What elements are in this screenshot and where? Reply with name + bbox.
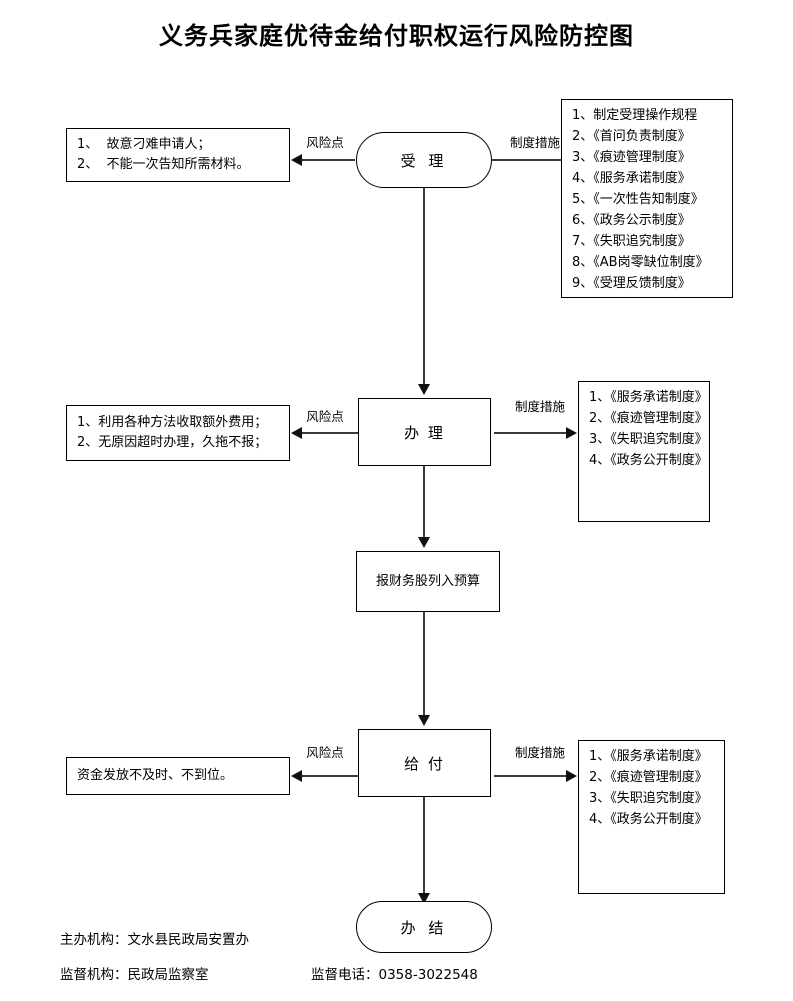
measure-line: 2、《痕迹管理制度》 [589, 770, 708, 786]
measure-line: 3、《失职追究制度》 [589, 432, 708, 448]
arrow-line-risk-payment [302, 775, 358, 777]
measure-line: 2、《痕迹管理制度》 [589, 411, 708, 427]
page-title: 义务兵家庭优待金给付职权运行风险防控图 [159, 22, 634, 50]
process-node-budget: 报财务股列入预算 [356, 551, 500, 612]
measure-box-process: 1、《服务承诺制度》 2、《痕迹管理制度》 3、《失职追究制度》 4、《政务公开… [578, 381, 710, 522]
measure-line: 1、制定受理操作规程 [572, 108, 698, 123]
arrow-head-risk-process [291, 427, 302, 439]
edge-label-risk-payment: 风险点 [306, 745, 344, 760]
footer-host-org: 主办机构：文水县民政局安置办 [60, 932, 249, 948]
risk-box-payment: 资金发放不及时、不到位。 [66, 757, 290, 795]
connector-process-to-budget [423, 466, 425, 539]
arrow-line-risk-process [302, 432, 358, 434]
measure-line: 6、《政务公示制度》 [572, 213, 691, 229]
measure-line: 8、《AB岗零缺位制度》 [572, 255, 709, 271]
arrow-head-budget-to-payment [418, 715, 430, 726]
process-node-done: 办 结 [356, 901, 492, 953]
arrow-line-risk-accept [302, 159, 355, 161]
arrow-head-measures-process [566, 427, 577, 439]
process-node-label: 报财务股列入预算 [375, 573, 480, 589]
measure-box-accept: 1、制定受理操作规程 2、《首问负责制度》 3、《痕迹管理制度》 4、《服务承诺… [561, 99, 733, 298]
measure-line: 1、《服务承诺制度》 [589, 390, 708, 405]
arrow-head-measures-payment [566, 770, 577, 782]
measure-line: 1、《服务承诺制度》 [589, 749, 708, 764]
measure-line: 3、《失职追究制度》 [589, 791, 708, 807]
risk-box-process: 1、利用各种方法收取额外费用； 2、无原因超时办理，久拖不报； [66, 405, 290, 461]
measure-box-payment: 1、《服务承诺制度》 2、《痕迹管理制度》 3、《失职追究制度》 4、《政务公开… [578, 740, 725, 894]
footer-supervisor-org: 监督机构：民政局监察室 [60, 967, 209, 983]
process-node-process: 办 理 [358, 398, 491, 466]
risk-box-accept: 1、 故意刁难申请人； 2、 不能一次告知所需材料。 [66, 128, 290, 182]
measure-line: 4、《政务公开制度》 [589, 453, 708, 469]
connector-payment-to-done [423, 797, 425, 895]
measure-line: 4、《服务承诺制度》 [572, 171, 691, 187]
risk-line: 2、无原因超时办理，久拖不报； [77, 435, 268, 450]
arrow-line-measures-process [494, 432, 568, 434]
arrow-head-payment-to-done [418, 893, 430, 904]
arrow-head-accept-to-process [418, 384, 430, 395]
process-node-label: 受 理 [400, 151, 448, 170]
process-node-accept: 受 理 [356, 132, 492, 188]
edge-label-measures-accept: 制度措施 [509, 135, 560, 150]
edge-label-risk-accept: 风险点 [306, 135, 344, 150]
measure-line: 9、《受理反馈制度》 [572, 276, 691, 292]
process-node-label: 给 付 [404, 754, 445, 773]
footer-supervisor-phone: 监督电话：0358-3022548 [311, 967, 478, 983]
arrow-head-risk-payment [291, 770, 302, 782]
measure-line: 3、《痕迹管理制度》 [572, 150, 691, 166]
arrow-head-process-to-budget [418, 537, 430, 548]
process-node-label: 办 理 [404, 423, 445, 442]
risk-line: 1、 故意刁难申请人； [77, 136, 211, 152]
process-node-label: 办 结 [400, 918, 448, 937]
measure-line: 7、《失职追究制度》 [572, 234, 691, 250]
connector-budget-to-payment [423, 612, 425, 717]
arrow-line-measures-payment [494, 775, 568, 777]
risk-line: 1、利用各种方法收取额外费用； [77, 414, 268, 430]
measure-line: 2、《首问负责制度》 [572, 129, 691, 145]
arrow-head-risk-accept [291, 154, 302, 166]
arrow-line-measures-accept [492, 159, 567, 161]
edge-label-risk-process: 风险点 [306, 409, 344, 424]
process-node-payment: 给 付 [358, 729, 491, 797]
edge-label-measures-payment: 制度措施 [514, 745, 565, 760]
risk-line: 资金发放不及时、不到位。 [77, 767, 234, 783]
connector-accept-to-process [423, 188, 425, 386]
edge-label-measures-process: 制度措施 [514, 399, 565, 414]
measure-line: 4、《政务公开制度》 [589, 812, 708, 828]
risk-line: 2、 不能一次告知所需材料。 [77, 157, 250, 172]
measure-line: 5、《一次性告知制度》 [572, 192, 704, 208]
